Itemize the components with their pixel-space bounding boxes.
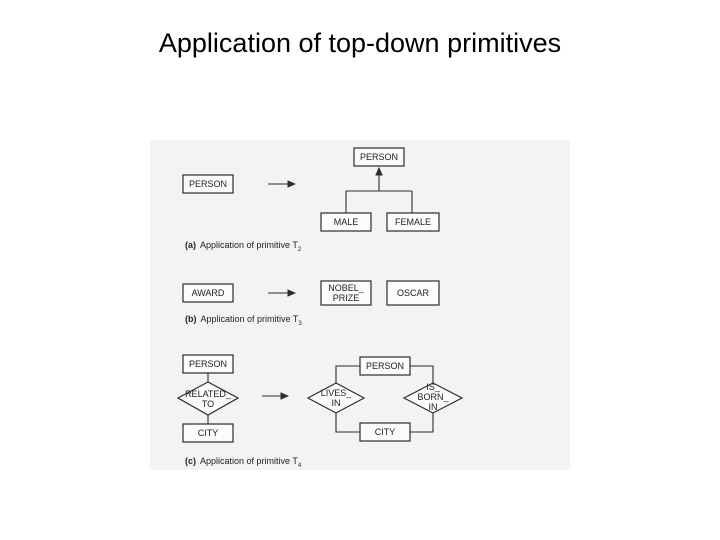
entity-person-before-a-label: PERSON — [189, 179, 227, 189]
link-person-is-born-in — [410, 365, 434, 383]
entity-female-label: FEMALE — [395, 217, 431, 227]
entity-nobel-prize-label-line1: NOBEL_ — [328, 283, 365, 293]
entity-female — [386, 212, 440, 232]
part-b: AWARD NOBEL_ PRIZE OSCAR (b) Application … — [182, 280, 440, 327]
entity-person-parent — [353, 147, 405, 167]
er-diagram: PERSON PERSON MALE FEMALE (a) Application… — [176, 147, 464, 469]
caption-c-text: Application of primitive T — [200, 456, 298, 466]
entity-city-before-c — [182, 423, 234, 443]
part-c: PERSON RELATED_ TO CITY PERSON LIVES_ IN… — [176, 354, 464, 469]
slide-title: Application of top-down primitives — [158, 28, 562, 58]
entity-city-before-c-label: CITY — [198, 428, 219, 438]
entity-male — [320, 212, 372, 232]
entity-city-after-c — [359, 422, 411, 442]
entity-person-before-a — [182, 174, 234, 194]
entity-person-after-c-label: PERSON — [366, 361, 404, 371]
caption-b-text: Application of primitive T — [201, 314, 299, 324]
caption-a: (a) Application of primitive T2 — [185, 240, 302, 253]
entity-nobel-prize-label-line2: PRIZE — [333, 293, 360, 303]
caption-b: (b) Application of primitive T3 — [185, 314, 302, 327]
caption-a-subscript: 2 — [298, 247, 302, 253]
entity-oscar-label: OSCAR — [397, 288, 430, 298]
part-a: PERSON PERSON MALE FEMALE (a) Application… — [182, 147, 440, 253]
caption-a-label: (a) — [185, 240, 196, 250]
relationship-related-to — [176, 381, 240, 416]
entity-oscar — [386, 280, 440, 306]
caption-b-subscript: 3 — [298, 321, 302, 327]
er-diagram-figure: PERSON PERSON MALE FEMALE (a) Application… — [150, 140, 570, 470]
entity-nobel-prize — [320, 280, 372, 306]
relationship-lives-in-label-line1: LIVES_ — [321, 388, 353, 398]
caption-c-subscript: 4 — [298, 463, 302, 469]
relationship-is-born-in-label-line3: IN — [429, 402, 438, 412]
entity-person-before-c — [182, 354, 234, 374]
entity-award — [182, 283, 234, 303]
caption-a-text: Application of primitive T — [200, 240, 298, 250]
link-is-born-in-city — [410, 413, 434, 433]
link-person-lives-in — [335, 365, 360, 383]
relationship-lives-in — [306, 382, 366, 414]
relationship-is-born-in-label-line2: BORN_ — [417, 392, 449, 402]
entity-person-after-c — [359, 356, 411, 376]
entity-person-before-c-label: PERSON — [189, 359, 227, 369]
entity-male-label: MALE — [334, 217, 359, 227]
relationship-related-to-label-line2: TO — [202, 399, 214, 409]
link-lives-in-city — [335, 413, 360, 433]
relationship-is-born-in — [402, 382, 464, 414]
relationship-related-to-label-line1: RELATED_ — [185, 389, 232, 399]
caption-c-label: (c) — [185, 456, 196, 466]
entity-award-label: AWARD — [192, 288, 225, 298]
relationship-is-born-in-label-line1: IS_ — [426, 382, 441, 392]
caption-b-label: (b) — [185, 314, 197, 324]
relationship-lives-in-label-line2: IN — [332, 398, 341, 408]
entity-person-parent-label: PERSON — [360, 152, 398, 162]
entity-city-after-c-label: CITY — [375, 427, 396, 437]
caption-c: (c) Application of primitive T4 — [185, 456, 302, 469]
